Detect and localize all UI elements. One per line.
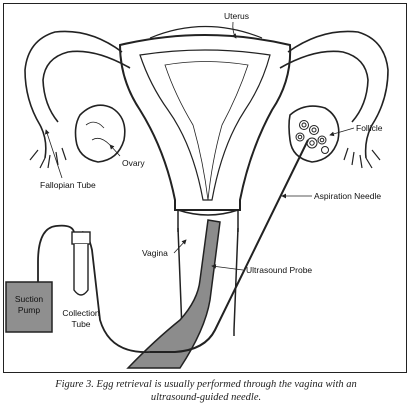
suction-pump bbox=[5, 281, 53, 333]
label-ultrasound-probe: Ultrasound Probe bbox=[246, 265, 312, 275]
fundus-line bbox=[149, 25, 263, 39]
uterine-cavity bbox=[139, 49, 271, 201]
ovary-arrow bbox=[109, 144, 121, 157]
label-ovary: Ovary bbox=[122, 158, 145, 168]
label-suction-pump-1: Suction bbox=[15, 294, 44, 304]
figure-caption: Figure 3. Egg retrieval is usually perfo… bbox=[0, 378, 412, 404]
pump-tubing bbox=[37, 224, 75, 282]
label-suction-pump-2: Pump bbox=[18, 305, 40, 315]
ultrasound-probe bbox=[126, 219, 221, 369]
vagina-arrow bbox=[173, 239, 187, 254]
uterus-outline bbox=[118, 34, 292, 211]
left-fallopian-tube bbox=[24, 30, 131, 159]
label-uterus: Uterus bbox=[224, 11, 249, 21]
label-collection-tube-2: Tube bbox=[71, 319, 90, 329]
aspiration-needle bbox=[150, 139, 309, 353]
right-fimbriae bbox=[343, 147, 381, 169]
caption-line-1: Figure 3. Egg retrieval is usually perfo… bbox=[55, 379, 357, 390]
collection-tube bbox=[71, 231, 91, 296]
label-aspiration-needle: Aspiration Needle bbox=[314, 191, 381, 201]
follicles bbox=[295, 120, 329, 154]
endometrium-line bbox=[164, 61, 249, 201]
uterus-arrow bbox=[231, 21, 237, 39]
ultrasound-probe-arrow bbox=[211, 264, 244, 271]
label-fallopian-tube: Fallopian Tube bbox=[40, 180, 96, 190]
right-fallopian-tube bbox=[279, 30, 389, 159]
vagina-walls bbox=[177, 227, 239, 336]
left-fimbriae bbox=[29, 147, 67, 169]
caption-line-2: ultrasound-guided needle. bbox=[150, 392, 262, 403]
needle-tubing bbox=[81, 231, 151, 353]
label-collection-tube-1: Collection bbox=[62, 308, 100, 318]
fallopian-tube-arrow bbox=[44, 129, 63, 179]
label-vagina: Vagina bbox=[142, 248, 168, 258]
label-follicle: Follicle bbox=[356, 123, 383, 133]
follicle-arrow bbox=[329, 127, 355, 137]
